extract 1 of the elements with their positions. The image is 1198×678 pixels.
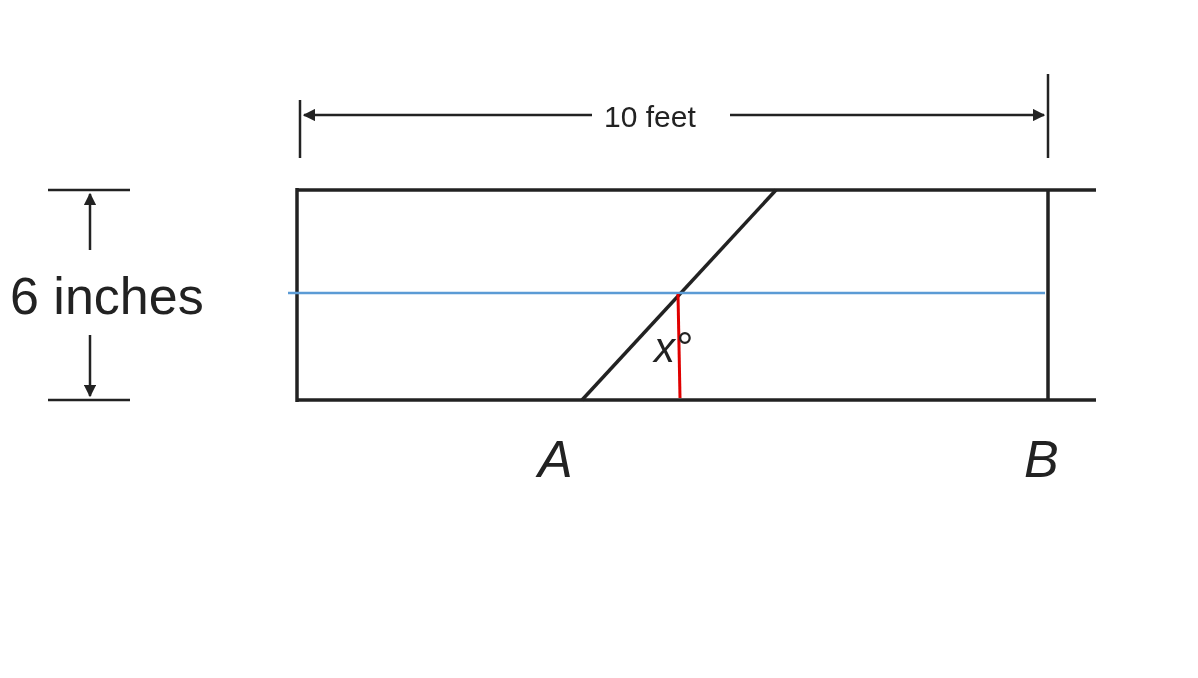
point-label: B (1024, 433, 1059, 485)
